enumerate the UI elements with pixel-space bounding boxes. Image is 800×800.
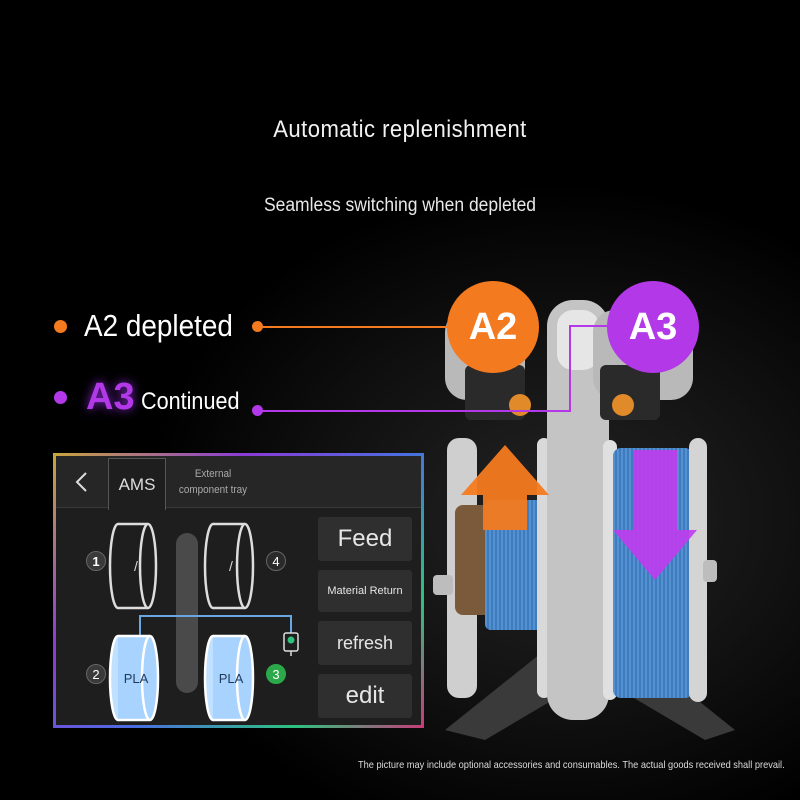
slot-3-material: PLA	[219, 671, 244, 686]
a3-connector-dot	[252, 405, 263, 416]
feed-button[interactable]: Feed	[318, 517, 412, 561]
a3-legend-dot	[54, 391, 67, 404]
slot-number-3: 3	[266, 664, 286, 684]
slot-1-material: /	[134, 558, 138, 574]
a3-code-label: A3	[86, 376, 135, 418]
slot-1-spool[interactable]	[108, 522, 158, 610]
back-button[interactable]	[56, 456, 106, 508]
ams-panel: AMS External component tray	[53, 453, 424, 728]
a3-connector-line	[258, 410, 570, 412]
a2-connector-line	[258, 326, 448, 328]
a2-depleted-label: A2 depleted	[84, 308, 233, 343]
edit-button[interactable]: edit	[318, 674, 412, 718]
page-title: Automatic replenishment	[273, 116, 527, 143]
slot-4-material: /	[229, 558, 233, 574]
slot-3-spool[interactable]	[203, 634, 255, 722]
slot-4-spool[interactable]	[203, 522, 255, 610]
filament-sensor-icon	[283, 632, 299, 656]
slot-number-4: 4	[266, 551, 286, 571]
slot-number-2: 2	[86, 664, 106, 684]
badge-a2: A2	[447, 281, 539, 373]
refresh-button[interactable]: refresh	[318, 621, 412, 665]
a3-connector-line-top	[569, 325, 609, 327]
a2-legend-dot	[54, 320, 67, 333]
chevron-left-icon	[75, 472, 87, 492]
tab-external-component-tray[interactable]: External component tray	[178, 468, 248, 496]
ams-panel-body: AMS External component tray	[56, 456, 421, 725]
page-subtitle: Seamless switching when depleted	[263, 195, 537, 216]
a3-connector-line-vertical	[569, 326, 571, 412]
a2-connector-dot	[252, 321, 263, 332]
slot-number-1: 1	[86, 551, 106, 571]
material-return-button[interactable]: Material Return	[318, 570, 412, 612]
disclaimer-footnote: The picture may include optional accesso…	[358, 759, 785, 771]
tab-ams[interactable]: AMS	[108, 458, 166, 510]
slot-2-material: PLA	[124, 671, 149, 686]
ams-tab-bar: AMS External component tray	[56, 456, 421, 510]
badge-a3: A3	[607, 281, 699, 373]
ams-slots-diagram: / / PLA PLA	[108, 522, 299, 722]
slot-2-spool[interactable]	[108, 634, 160, 722]
a3-continued-label: Continued	[141, 388, 240, 415]
